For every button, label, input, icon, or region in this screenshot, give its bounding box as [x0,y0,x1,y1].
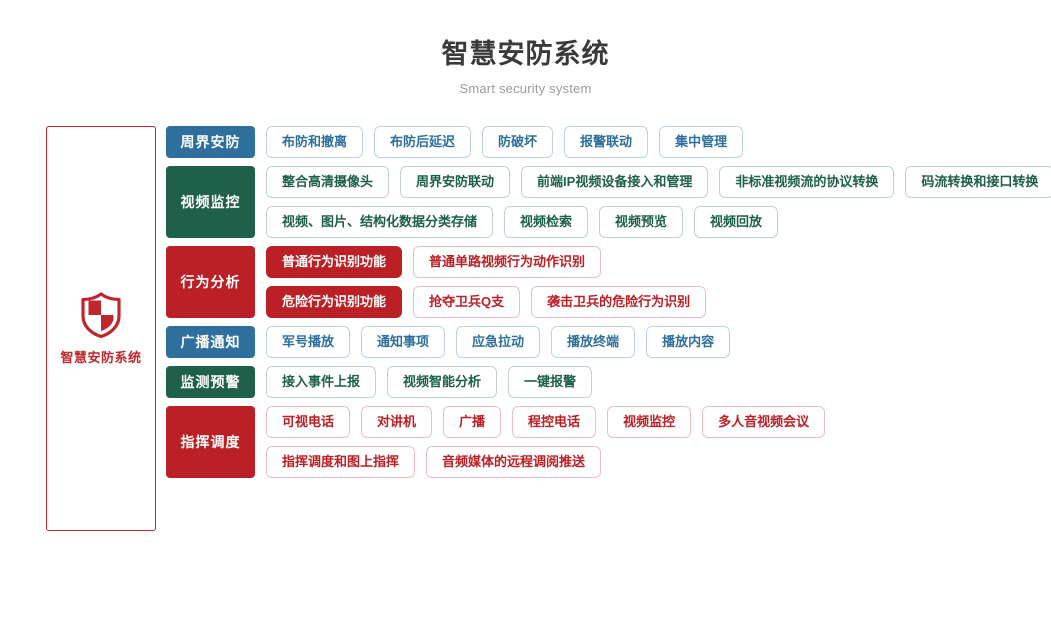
capability-chip[interactable]: 播放终端 [551,326,636,358]
capability-chip[interactable]: 集中管理 [659,126,744,158]
capability-chip[interactable]: 视频预览 [599,206,684,238]
capability-chip[interactable]: 播放内容 [646,326,731,358]
capability-chip[interactable]: 视频、图片、结构化数据分类存储 [266,206,494,238]
capability-chip[interactable]: 应急拉动 [456,326,541,358]
capability-row: 视频监控整合高清摄像头周界安防联动前端IP视频设备接入和管理非标准视频流的协议转… [166,166,1051,238]
capability-chip[interactable]: 音频媒体的远程调阅推送 [426,446,602,478]
capability-chip[interactable]: 通知事项 [361,326,446,358]
chip-line: 接入事件上报视频智能分析一键报警 [266,366,1051,398]
chip-group: 可视电话对讲机广播程控电话视频监控多人音视频会议指挥调度和图上指挥音频媒体的远程… [266,406,1051,478]
category-label-2[interactable]: 视频监控 [166,166,255,238]
capability-chip[interactable]: 布防后延迟 [374,126,472,158]
capability-chip[interactable]: 视频监控 [607,406,692,438]
capability-chip[interactable]: 周界安防联动 [400,166,511,198]
capability-chip[interactable]: 抢夺卫兵Q支 [413,286,521,318]
capability-chip[interactable]: 前端IP视频设备接入和管理 [521,166,709,198]
chip-group: 整合高清摄像头周界安防联动前端IP视频设备接入和管理非标准视频流的协议转换码流转… [266,166,1051,238]
capability-chip[interactable]: 视频检索 [504,206,589,238]
capability-row: 周界安防布防和撤离布防后延迟防破坏报警联动集中管理 [166,126,1051,158]
capability-chip[interactable]: 非标准视频流的协议转换 [719,166,895,198]
capability-row: 指挥调度可视电话对讲机广播程控电话视频监控多人音视频会议指挥调度和图上指挥音频媒… [166,406,1051,478]
capability-chip[interactable]: 码流转换和接口转换 [905,166,1051,198]
page-subtitle: Smart security system [459,80,592,96]
brand-label: 智慧安防系统 [60,349,142,365]
chip-line: 视频、图片、结构化数据分类存储视频检索视频预览视频回放 [266,206,1051,238]
category-label-5[interactable]: 监测预警 [166,366,255,398]
capability-chip[interactable]: 袭击卫兵的危险行为识别 [531,286,707,318]
category-label-6[interactable]: 指挥调度 [166,406,255,478]
capability-chip[interactable]: 军号播放 [266,326,351,358]
capability-chip[interactable]: 普通单路视频行为动作识别 [413,246,602,278]
chip-group: 普通行为识别功能普通单路视频行为动作识别危险行为识别功能抢夺卫兵Q支袭击卫兵的危… [266,246,1051,318]
page-header: 智慧安防系统 Smart security system [0,0,1051,96]
chip-line: 危险行为识别功能抢夺卫兵Q支袭击卫兵的危险行为识别 [266,286,1051,318]
capability-chip[interactable]: 一键报警 [508,366,593,398]
capability-chip[interactable]: 布防和撤离 [266,126,364,158]
capability-row: 监测预警接入事件上报视频智能分析一键报警 [166,366,1051,398]
category-label-4[interactable]: 广播通知 [166,326,255,358]
capability-rows: 周界安防布防和撤离布防后延迟防破坏报警联动集中管理视频监控整合高清摄像头周界安防… [166,126,1051,478]
capability-chip[interactable]: 程控电话 [512,406,597,438]
brand-panel: 智慧安防系统 [46,126,156,531]
capability-chip[interactable]: 普通行为识别功能 [266,246,403,278]
capability-chip[interactable]: 整合高清摄像头 [266,166,390,198]
chip-group: 布防和撤离布防后延迟防破坏报警联动集中管理 [266,126,1051,158]
category-label-3[interactable]: 行为分析 [166,246,255,318]
chip-line: 军号播放通知事项应急拉动播放终端播放内容 [266,326,1051,358]
capability-chip[interactable]: 对讲机 [361,406,433,438]
capability-row: 行为分析普通行为识别功能普通单路视频行为动作识别危险行为识别功能抢夺卫兵Q支袭击… [166,246,1051,318]
capability-row: 广播通知军号播放通知事项应急拉动播放终端播放内容 [166,326,1051,358]
chip-line: 整合高清摄像头周界安防联动前端IP视频设备接入和管理非标准视频流的协议转换码流转… [266,166,1051,198]
capability-chip[interactable]: 视频智能分析 [387,366,498,398]
chip-group: 接入事件上报视频智能分析一键报警 [266,366,1051,398]
capability-chip[interactable]: 可视电话 [266,406,351,438]
chip-line: 指挥调度和图上指挥音频媒体的远程调阅推送 [266,446,1051,478]
capability-chip[interactable]: 多人音视频会议 [702,406,826,438]
capability-chip[interactable]: 接入事件上报 [266,366,377,398]
chip-line: 可视电话对讲机广播程控电话视频监控多人音视频会议 [266,406,1051,438]
capability-chip[interactable]: 广播 [443,406,502,438]
chip-group: 军号播放通知事项应急拉动播放终端播放内容 [266,326,1051,358]
capability-chip[interactable]: 视频回放 [694,206,779,238]
capability-chip[interactable]: 防破坏 [482,126,554,158]
chip-line: 普通行为识别功能普通单路视频行为动作识别 [266,246,1051,278]
capability-chip[interactable]: 报警联动 [564,126,649,158]
shield-icon [80,291,122,338]
capability-board: 智慧安防系统 周界安防布防和撤离布防后延迟防破坏报警联动集中管理视频监控整合高清… [0,126,1051,531]
capability-chip[interactable]: 危险行为识别功能 [266,286,403,318]
chip-line: 布防和撤离布防后延迟防破坏报警联动集中管理 [266,126,1051,158]
page-title: 智慧安防系统 [441,39,610,69]
category-label-1[interactable]: 周界安防 [166,126,255,158]
capability-chip[interactable]: 指挥调度和图上指挥 [266,446,416,478]
